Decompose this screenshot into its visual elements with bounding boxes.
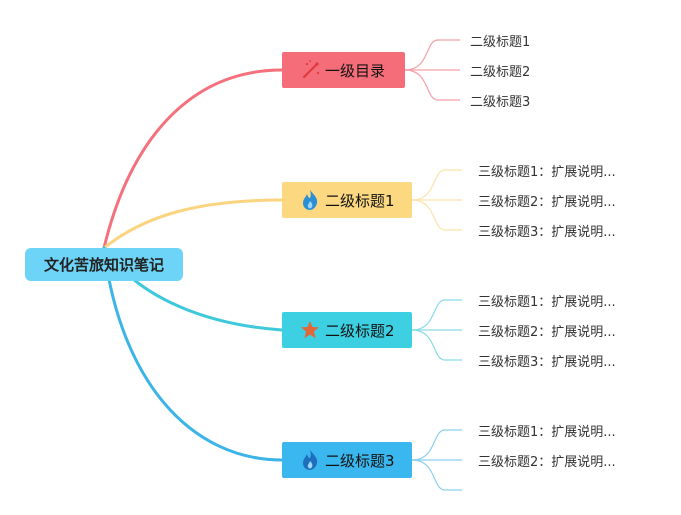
root-label: 文化苦旅知识笔记: [44, 256, 164, 274]
leaf-connector-lines: [404, 39, 462, 491]
branch-label-4: 二级标题3: [325, 452, 395, 470]
branch-label-2: 二级标题1: [325, 192, 395, 210]
root-node[interactable]: 文化苦旅知识笔记: [25, 248, 183, 281]
leaf-4-1[interactable]: 三级标题1：扩展说明...: [478, 425, 616, 440]
leaf-3-3[interactable]: 三级标题3：扩展说明...: [478, 355, 616, 370]
branch-node-3[interactable]: 二级标题2: [282, 312, 412, 348]
leaf-connector-4-1: [411, 429, 462, 461]
magic-wand-icon: [302, 60, 320, 79]
leaf-connector-4-3: [411, 459, 462, 491]
leaf-1-1[interactable]: 二级标题1: [470, 35, 530, 50]
branch-node-2[interactable]: 二级标题1: [282, 182, 412, 218]
leaf-connector-1-1: [404, 39, 460, 71]
branch-node-4[interactable]: 二级标题3: [282, 442, 412, 478]
branch-connector-2: [102, 198, 284, 250]
branch-label-1: 一级目录: [325, 62, 385, 80]
branch-label-3: 二级标题2: [325, 322, 395, 340]
leaf-1-2[interactable]: 二级标题2: [470, 65, 530, 80]
star-icon: [301, 321, 319, 339]
leaf-connector-3-1: [411, 299, 462, 331]
leaf-3-2[interactable]: 三级标题2：扩展说明...: [478, 325, 616, 340]
branch-connector-4: [102, 246, 284, 462]
leaf-connector-1-3: [404, 69, 460, 101]
leaf-connector-3-3: [411, 329, 462, 361]
leaf-2-3[interactable]: 三级标题3：扩展说明...: [478, 225, 616, 240]
leaf-1-3[interactable]: 二级标题3: [470, 95, 530, 110]
branch-connector-1: [102, 68, 284, 250]
leaf-3-1[interactable]: 三级标题1：扩展说明...: [478, 295, 616, 310]
branch-node-1[interactable]: 一级目录: [282, 52, 405, 88]
leaf-4-2[interactable]: 三级标题2：扩展说明...: [478, 455, 616, 470]
leaf-connector-2-3: [411, 199, 462, 231]
leaf-2-2[interactable]: 三级标题2：扩展说明...: [478, 195, 616, 210]
fire-icon: [303, 190, 318, 210]
leaf-connector-2-1: [411, 169, 462, 201]
fire-icon: [303, 450, 318, 470]
leaf-2-1[interactable]: 三级标题1：扩展说明...: [478, 165, 616, 180]
